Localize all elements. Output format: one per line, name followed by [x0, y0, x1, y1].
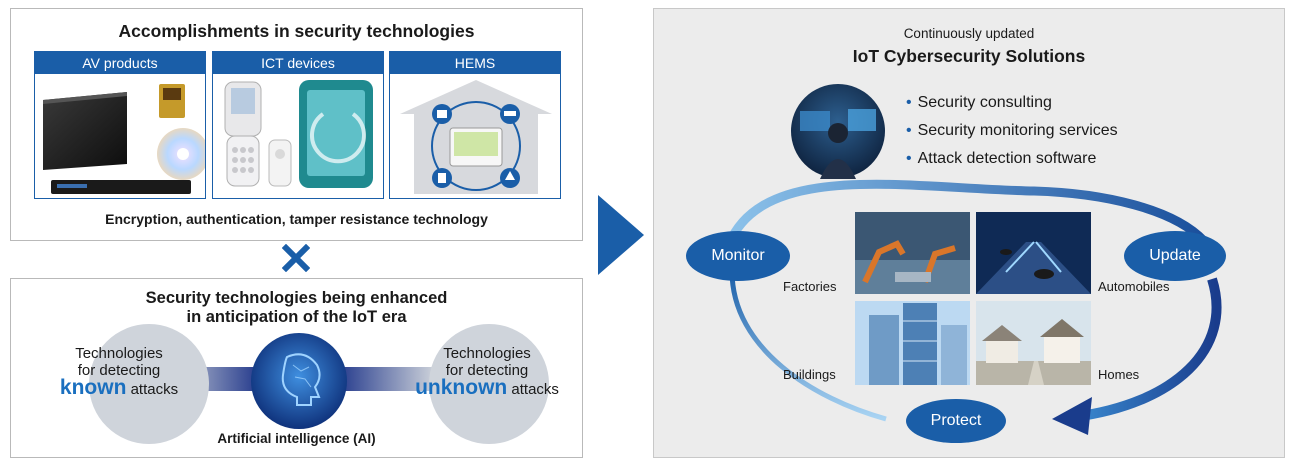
ict-devices-column: ICT devices — [212, 51, 384, 199]
av-products-image — [43, 84, 205, 194]
known-attacks-text: Technologies for detecting known attacks — [34, 345, 204, 398]
unknown-line3: unknown attacks — [402, 376, 572, 399]
iot-solutions-panel: Continuously updated IoT Cybersecurity S… — [653, 8, 1285, 458]
automobiles-label: Automobiles — [1098, 279, 1170, 294]
services-list: Security consulting Security monitoring … — [906, 89, 1118, 173]
unknown-attacks-text: Technologies for detecting unknown attac… — [402, 345, 572, 398]
av-products-label: AV products — [35, 52, 205, 74]
unknown-tail: attacks — [507, 381, 559, 398]
known-tail: attacks — [126, 381, 179, 398]
ict-devices-image — [224, 80, 373, 188]
known-keyword: known — [59, 376, 127, 399]
homes-image — [976, 301, 1091, 385]
factories-image — [855, 212, 970, 294]
unknown-keyword: unknown — [415, 376, 508, 399]
update-pill: Update — [1124, 231, 1226, 281]
accomplishments-panel: Accomplishments in security technologies… — [10, 8, 583, 241]
homes-label: Homes — [1098, 367, 1140, 382]
iot-title: IoT Cybersecurity Solutions — [852, 46, 1086, 66]
multiply-icon — [282, 244, 310, 272]
known-line3: known attacks — [34, 376, 204, 399]
ai-head-icon — [251, 333, 347, 429]
cycle-arrows — [724, 179, 1222, 435]
security-operator-photo — [791, 84, 885, 179]
factories-label: Factories — [783, 279, 837, 294]
av-products-column: AV products — [34, 51, 206, 199]
enhanced-title-line1: Security technologies being enhanced — [145, 289, 448, 307]
hems-label: HEMS — [390, 52, 560, 74]
accomplishments-title: Accomplishments in security technologies — [118, 21, 475, 41]
known-line2: for detecting — [77, 362, 161, 379]
buildings-image — [855, 301, 970, 385]
enhanced-title: Security technologies being enhanced in … — [11, 289, 582, 327]
enhanced-technologies-panel: Security technologies being enhanced in … — [10, 278, 583, 458]
enhanced-title-line2: in anticipation of the IoT era — [186, 308, 407, 326]
buildings-label: Buildings — [783, 367, 836, 382]
service-item: Security consulting — [906, 89, 1118, 117]
big-right-arrow-icon — [598, 195, 644, 275]
unknown-attacks-circle — [429, 324, 549, 444]
hems-image — [400, 80, 552, 194]
service-item: Security monitoring services — [906, 117, 1118, 145]
hems-column: HEMS — [389, 51, 561, 199]
protect-pill: Protect — [906, 399, 1006, 443]
service-item: Attack detection software — [906, 145, 1118, 173]
ai-caption: Artificial intelligence (AI) — [217, 431, 376, 446]
known-line1: Technologies — [75, 345, 163, 362]
known-attacks-circle — [89, 324, 209, 444]
monitor-pill: Monitor — [686, 231, 790, 281]
iot-subtitle: Continuously updated — [903, 26, 1035, 41]
ict-devices-label: ICT devices — [213, 52, 383, 74]
accomplishments-footer: Encryption, authentication, tamper resis… — [105, 211, 488, 227]
automobiles-image — [976, 212, 1091, 294]
unknown-line1: Technologies — [443, 345, 531, 362]
unknown-line2: for detecting — [445, 362, 529, 379]
